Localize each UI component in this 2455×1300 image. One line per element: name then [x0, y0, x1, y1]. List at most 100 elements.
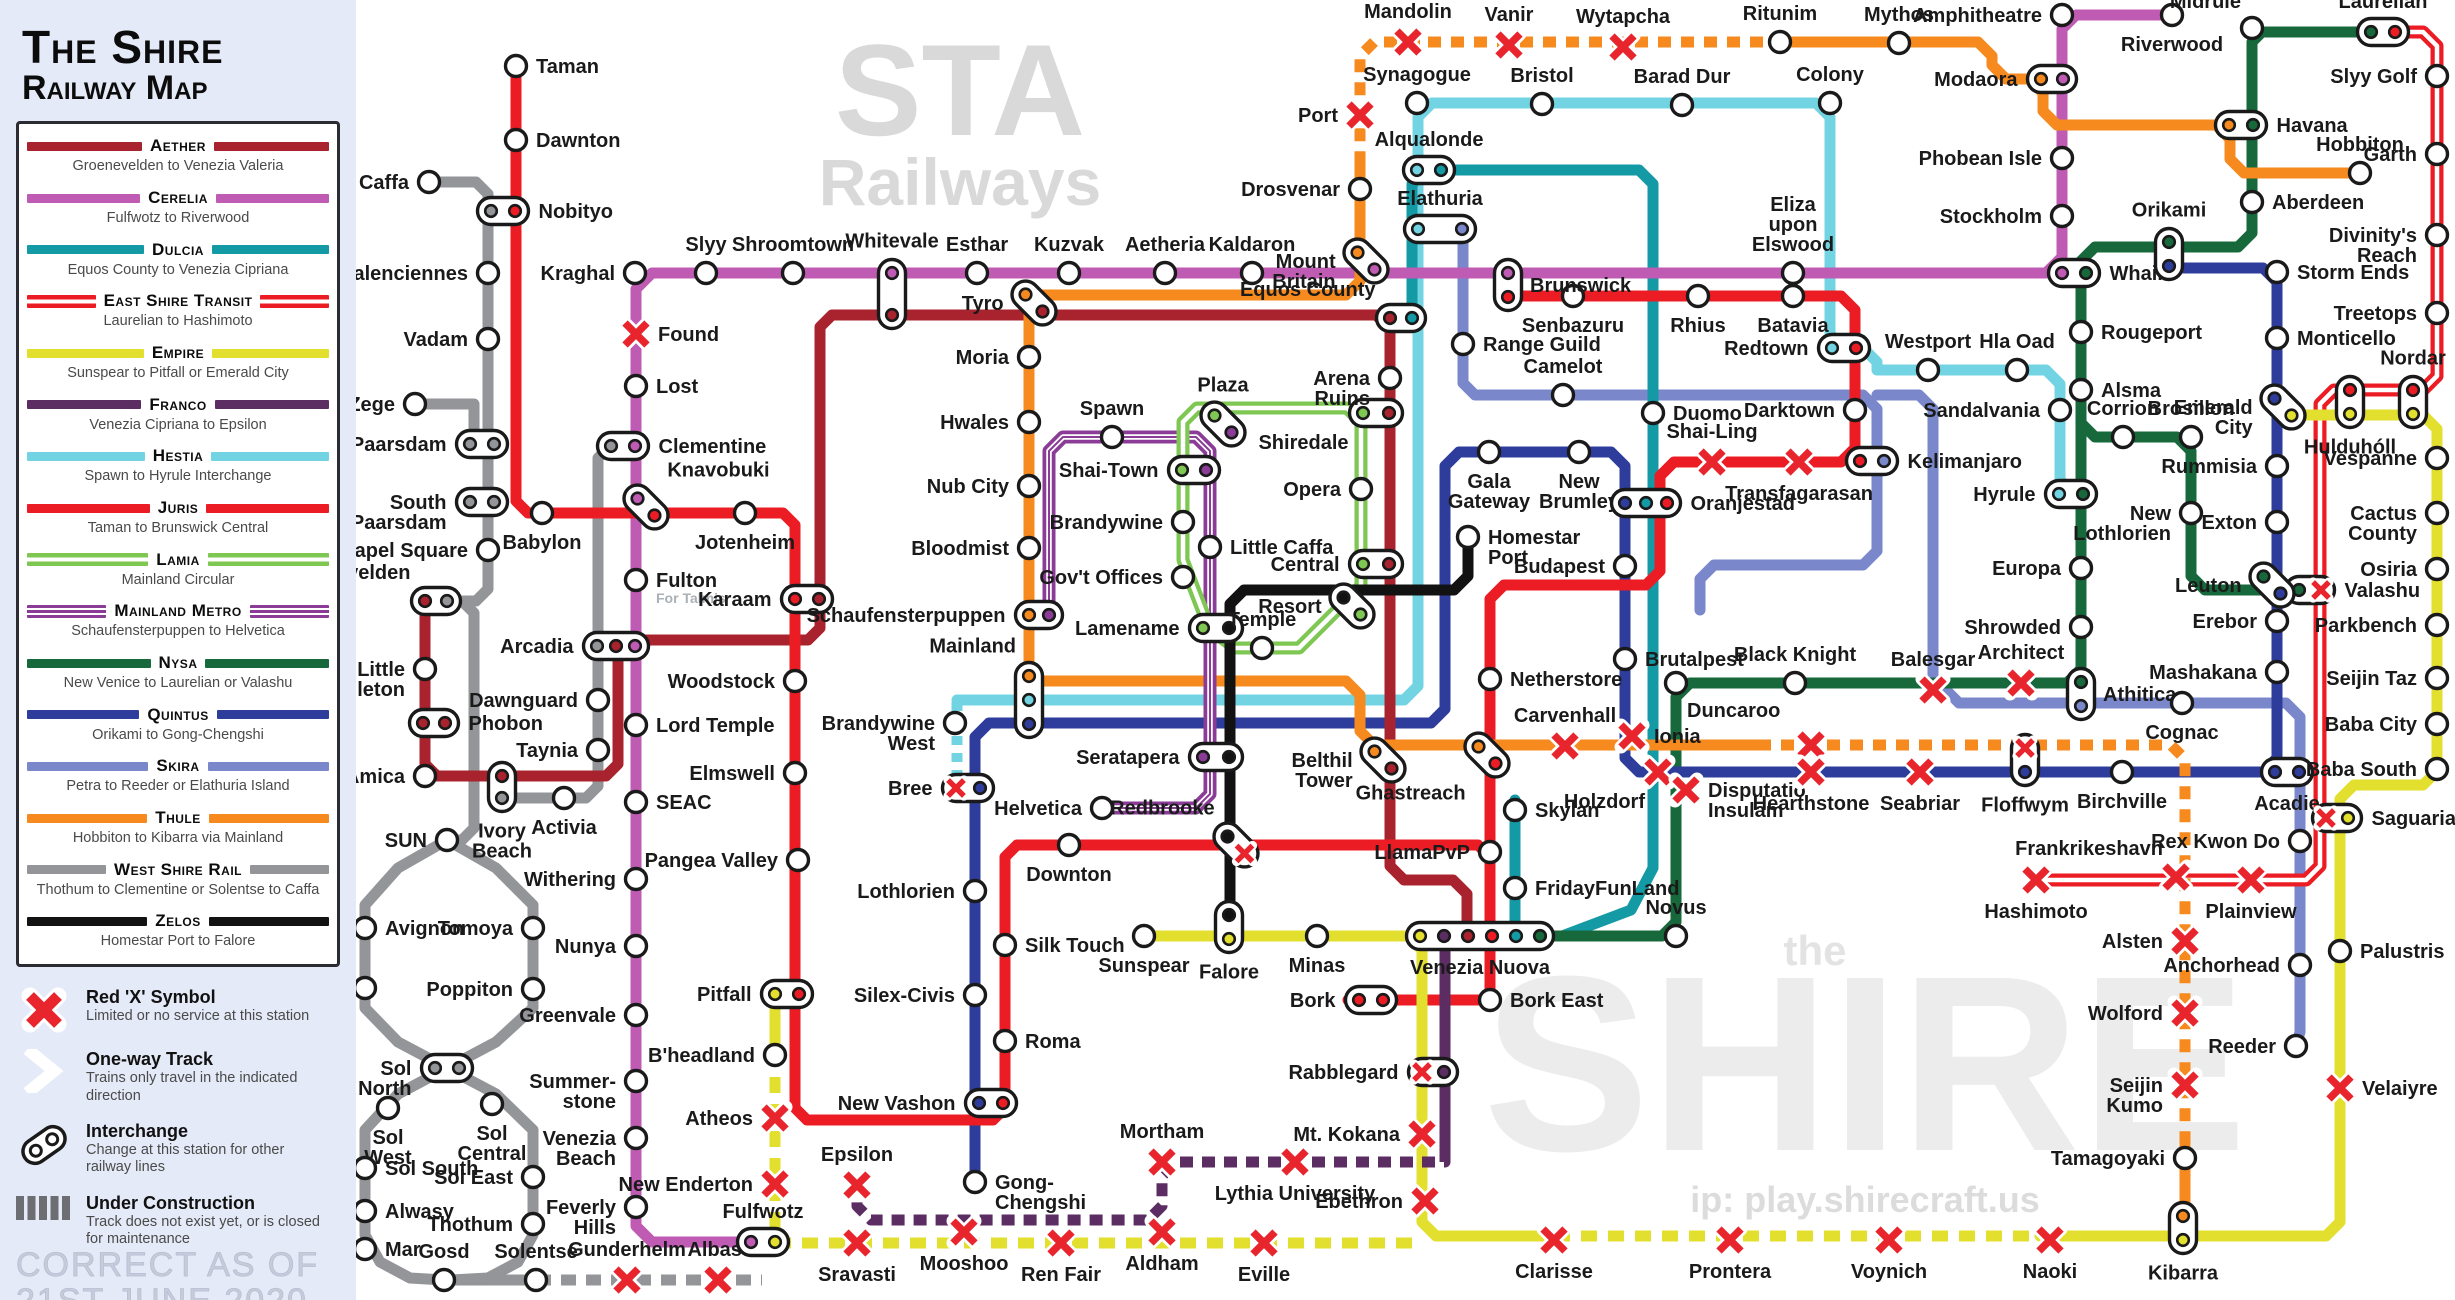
- station-hulduh-ll[interactable]: Hulduhóll: [2304, 374, 2396, 459]
- station-bloodmist[interactable]: Bloodmist: [911, 535, 1042, 561]
- station-mortham[interactable]: Mortham: [1120, 1121, 1204, 1180]
- station-palustris[interactable]: Palustris: [2327, 938, 2445, 964]
- station-sravasti[interactable]: Sravasti: [818, 1225, 896, 1286]
- station-opera[interactable]: Opera: [1283, 476, 1374, 502]
- station-shiredale[interactable]: Shiredale: [1258, 397, 1405, 455]
- station-baba-south[interactable]: Baba South: [2306, 756, 2450, 782]
- station-hla-oad[interactable]: Hla Oad: [1979, 331, 2055, 383]
- station-mainland[interactable]: Mainland: [929, 636, 1045, 740]
- station-lythia-university[interactable]: Lythia University: [1215, 1144, 1376, 1205]
- station-rhius[interactable]: Rhius: [1670, 283, 1726, 338]
- station-greenvale[interactable]: Greenvale: [519, 1002, 649, 1028]
- station-corrion[interactable]: Corrion: [2087, 398, 2159, 450]
- station-baba-city[interactable]: Baba City: [2325, 711, 2450, 737]
- station-hearthstone[interactable]: Hearthstone: [1753, 754, 1870, 815]
- station-woodstock[interactable]: Woodstock: [668, 668, 808, 694]
- station-aetheria[interactable]: Aetheria: [1125, 234, 1206, 286]
- station-vespanne[interactable]: Vespanne: [2324, 445, 2450, 471]
- station-ionia[interactable]: Ionia: [1614, 718, 1702, 754]
- station-senbazuru[interactable]: Senbazuru: [1522, 283, 1624, 338]
- station-chapel-square[interactable]: Chapel Square: [328, 537, 501, 563]
- station-treetops[interactable]: Treetops: [2334, 300, 2450, 326]
- station-monticello[interactable]: Monticello: [2264, 325, 2396, 351]
- station-shai-town[interactable]: Shai-Town: [1059, 454, 1222, 486]
- station-sun[interactable]: SUN: [385, 827, 460, 853]
- station-babylon[interactable]: Babylon: [503, 500, 582, 555]
- station-budapest[interactable]: Budapest: [1514, 553, 1638, 579]
- station-seabriar[interactable]: Seabriar: [1880, 754, 1960, 815]
- station-shai-ling[interactable]: Shai-Ling: [1666, 421, 1758, 480]
- station-silex-civis[interactable]: Silex-Civis: [854, 982, 988, 1008]
- station-redbrooke[interactable]: Redbrooke: [1110, 798, 1263, 873]
- station-silk-touch[interactable]: Silk Touch: [992, 932, 1125, 958]
- station-avignon[interactable]: Avignon: [352, 915, 465, 941]
- station-hwales[interactable]: Hwales: [940, 409, 1042, 435]
- station-elmswell[interactable]: Elmswell: [689, 760, 808, 786]
- station-poppiton[interactable]: Poppiton: [426, 976, 546, 1002]
- station-albast[interactable]: Albast: [687, 1239, 749, 1298]
- station-holzdorf[interactable]: Holzdorf: [1564, 754, 1676, 813]
- station-naoki[interactable]: Naoki: [2023, 1222, 2077, 1283]
- station-nordar[interactable]: Nordar: [2380, 348, 2446, 430]
- station-birchville[interactable]: Birchville: [2077, 759, 2167, 814]
- station-schaufensterpuppen[interactable]: Schaufensterpuppen: [807, 599, 1065, 631]
- station-wolford[interactable]: Wolford: [2088, 995, 2203, 1031]
- station-aberdeen[interactable]: Aberdeen: [2239, 189, 2365, 215]
- station-velaiyre[interactable]: Velaiyre: [2322, 1070, 2438, 1106]
- station-moria[interactable]: Moria: [956, 344, 1042, 370]
- station-prontera[interactable]: Prontera: [1689, 1222, 1772, 1283]
- station-port[interactable]: Port: [1298, 97, 1378, 133]
- station-frankrikeshavn[interactable]: Frankrikeshavn: [2015, 838, 2194, 895]
- station-downton[interactable]: Downton: [1026, 832, 1112, 887]
- station-mandolin[interactable]: Mandolin: [1364, 1, 1452, 60]
- station-riverwood[interactable]: Riverwood: [2121, 2, 2223, 57]
- station-whail[interactable]: Whail: [2046, 257, 2163, 289]
- station-anchorhead[interactable]: Anchorhead: [2163, 952, 2313, 978]
- station-temple[interactable]: Temple: [1228, 609, 1297, 661]
- station-arcadia[interactable]: Arcadia: [500, 630, 651, 662]
- station-black-knight[interactable]: Black Knight: [1734, 644, 1857, 696]
- station-b-headland[interactable]: B'headland: [648, 1042, 788, 1068]
- station-nub-city[interactable]: Nub City: [927, 473, 1042, 499]
- station-spawn[interactable]: Spawn: [1080, 398, 1144, 450]
- station-mt-kokana[interactable]: Mt. Kokana: [1293, 1116, 1440, 1152]
- station-floffwym[interactable]: Floffwym: [1981, 732, 2069, 817]
- station-seac[interactable]: SEAC: [623, 789, 712, 815]
- station-elathuria[interactable]: Elathuria: [1397, 188, 1484, 245]
- station-central[interactable]: Central: [1271, 548, 1405, 580]
- station-novus[interactable]: Novus: [1645, 897, 1707, 949]
- station-valenciennes[interactable]: Valenciennes: [341, 260, 501, 286]
- station-lord-temple[interactable]: Lord Temple: [623, 712, 775, 738]
- station-aldham[interactable]: Aldham: [1125, 1214, 1199, 1275]
- station-shroomtown[interactable]: Shroomtown: [732, 234, 854, 286]
- station-drosvenar[interactable]: Drosvenar: [1241, 176, 1373, 202]
- station-seijin-taz[interactable]: Seijin Taz: [2326, 665, 2450, 691]
- station-orikami[interactable]: Orikami: [2132, 200, 2206, 282]
- station-gosd[interactable]: Gosd: [418, 1241, 470, 1293]
- station-mar[interactable]: Mar: [352, 1236, 421, 1262]
- station-gunderhelm[interactable]: Gunderhelm: [568, 1239, 686, 1298]
- station-ebethron[interactable]: Ebethron: [1315, 1183, 1443, 1219]
- station-vanir[interactable]: Vanir: [1485, 4, 1534, 63]
- station-mythos[interactable]: Mythos: [1864, 4, 1934, 56]
- station-bristol[interactable]: Bristol: [1510, 65, 1574, 117]
- station-resort[interactable]: Resort: [1258, 578, 1379, 633]
- station-cognac[interactable]: Cognac: [2145, 690, 2219, 745]
- station-westport[interactable]: Westport: [1885, 331, 1972, 383]
- station-brunswick[interactable]: Brunswick: [1492, 257, 1633, 313]
- station-dawnton[interactable]: Dawnton: [503, 127, 621, 153]
- station-taman[interactable]: Taman: [503, 53, 599, 79]
- station-phobean-isle[interactable]: Phobean Isle: [1919, 145, 2075, 171]
- station-parkbench[interactable]: Parkbench: [2315, 612, 2450, 638]
- station-found[interactable]: Found: [618, 316, 719, 352]
